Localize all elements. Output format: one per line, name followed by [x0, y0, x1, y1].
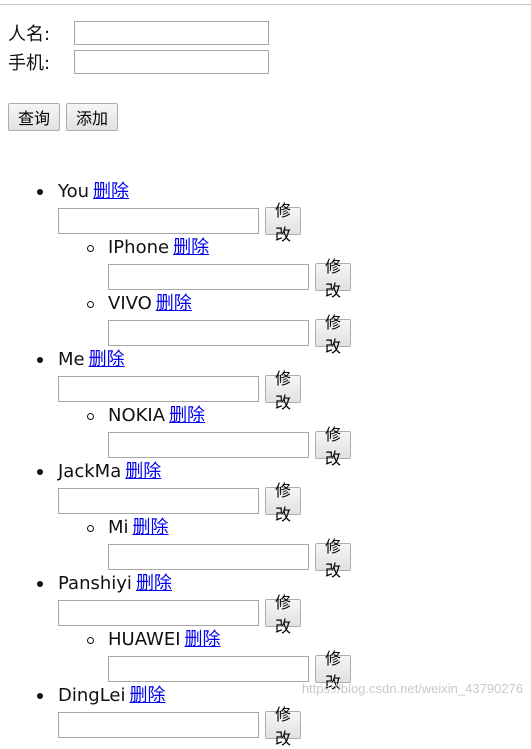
- edit-input[interactable]: [58, 712, 259, 738]
- person-edit-row: 修改: [58, 369, 302, 412]
- watermark: https://blog.csdn.net/weixin_43790276: [301, 681, 523, 696]
- phone-input[interactable]: [74, 50, 269, 74]
- disc-bullet-icon: [37, 357, 43, 363]
- person-edit-row: 修改: [58, 481, 302, 524]
- name-input[interactable]: [74, 21, 269, 45]
- person-edit-row: 修改: [58, 705, 302, 748]
- delete-link[interactable]: 删除: [135, 573, 172, 594]
- phone-name: IPhone: [108, 237, 170, 258]
- edit-input[interactable]: [108, 656, 309, 682]
- delete-link[interactable]: 删除: [125, 461, 162, 482]
- modify-button[interactable]: 修改: [315, 649, 352, 692]
- person-name: JackMa: [58, 461, 122, 482]
- person-edit-row: 修改: [58, 201, 302, 244]
- phone-row: 手机:: [8, 48, 269, 76]
- edit-input[interactable]: [58, 208, 259, 234]
- circle-bullet-icon: [87, 245, 94, 252]
- modify-button[interactable]: 修改: [315, 425, 352, 468]
- top-divider: [0, 4, 531, 5]
- person-name: DingLei: [58, 685, 126, 706]
- phone-name: Mi: [108, 517, 129, 538]
- person-name: You: [58, 181, 90, 202]
- phone-name: NOKIA: [108, 405, 166, 426]
- edit-input[interactable]: [58, 488, 259, 514]
- modify-button[interactable]: 修改: [315, 313, 352, 356]
- circle-bullet-icon: [87, 413, 94, 420]
- delete-link[interactable]: 删除: [173, 237, 210, 258]
- person-edit-row: 修改: [58, 593, 302, 636]
- circle-bullet-icon: [87, 301, 94, 308]
- delete-link[interactable]: 删除: [169, 405, 206, 426]
- modify-button[interactable]: 修改: [315, 257, 352, 300]
- modify-button[interactable]: 修改: [315, 537, 352, 580]
- phone-name: VIVO: [108, 293, 152, 314]
- delete-link[interactable]: 删除: [93, 181, 130, 202]
- disc-bullet-icon: [37, 581, 43, 587]
- disc-bullet-icon: [37, 469, 43, 475]
- phone-edit-row: 修改: [108, 257, 352, 300]
- modify-button[interactable]: 修改: [265, 705, 302, 748]
- edit-input[interactable]: [58, 376, 259, 402]
- name-row: 人名:: [8, 19, 269, 47]
- phone-edit-row: 修改: [108, 313, 352, 356]
- edit-input[interactable]: [108, 432, 309, 458]
- person-name: Panshiyi: [58, 573, 132, 594]
- edit-input[interactable]: [108, 544, 309, 570]
- phone-name: HUAWEI: [108, 629, 181, 650]
- name-label: 人名:: [8, 24, 51, 45]
- delete-link[interactable]: 删除: [184, 629, 221, 650]
- disc-bullet-icon: [37, 693, 43, 699]
- edit-input[interactable]: [108, 320, 309, 346]
- add-button[interactable]: 添加: [66, 103, 119, 131]
- modify-button[interactable]: 修改: [265, 369, 302, 412]
- person-name: Me: [58, 349, 85, 370]
- phone-edit-row: 修改: [108, 425, 352, 468]
- modify-button[interactable]: 修改: [265, 201, 302, 244]
- delete-link[interactable]: 删除: [132, 517, 169, 538]
- delete-link[interactable]: 删除: [129, 685, 166, 706]
- phone-edit-row: 修改: [108, 537, 352, 580]
- circle-bullet-icon: [87, 525, 94, 532]
- delete-link[interactable]: 删除: [88, 349, 125, 370]
- modify-button[interactable]: 修改: [265, 593, 302, 636]
- edit-input[interactable]: [108, 264, 309, 290]
- query-button[interactable]: 查询: [8, 103, 61, 131]
- circle-bullet-icon: [87, 637, 94, 644]
- phone-label: 手机:: [8, 53, 51, 74]
- edit-input[interactable]: [58, 600, 259, 626]
- phone-edit-row: 修改: [108, 649, 352, 692]
- disc-bullet-icon: [37, 189, 43, 195]
- form-actions: 查询 添加: [8, 103, 119, 131]
- modify-button[interactable]: 修改: [265, 481, 302, 524]
- delete-link[interactable]: 删除: [155, 293, 192, 314]
